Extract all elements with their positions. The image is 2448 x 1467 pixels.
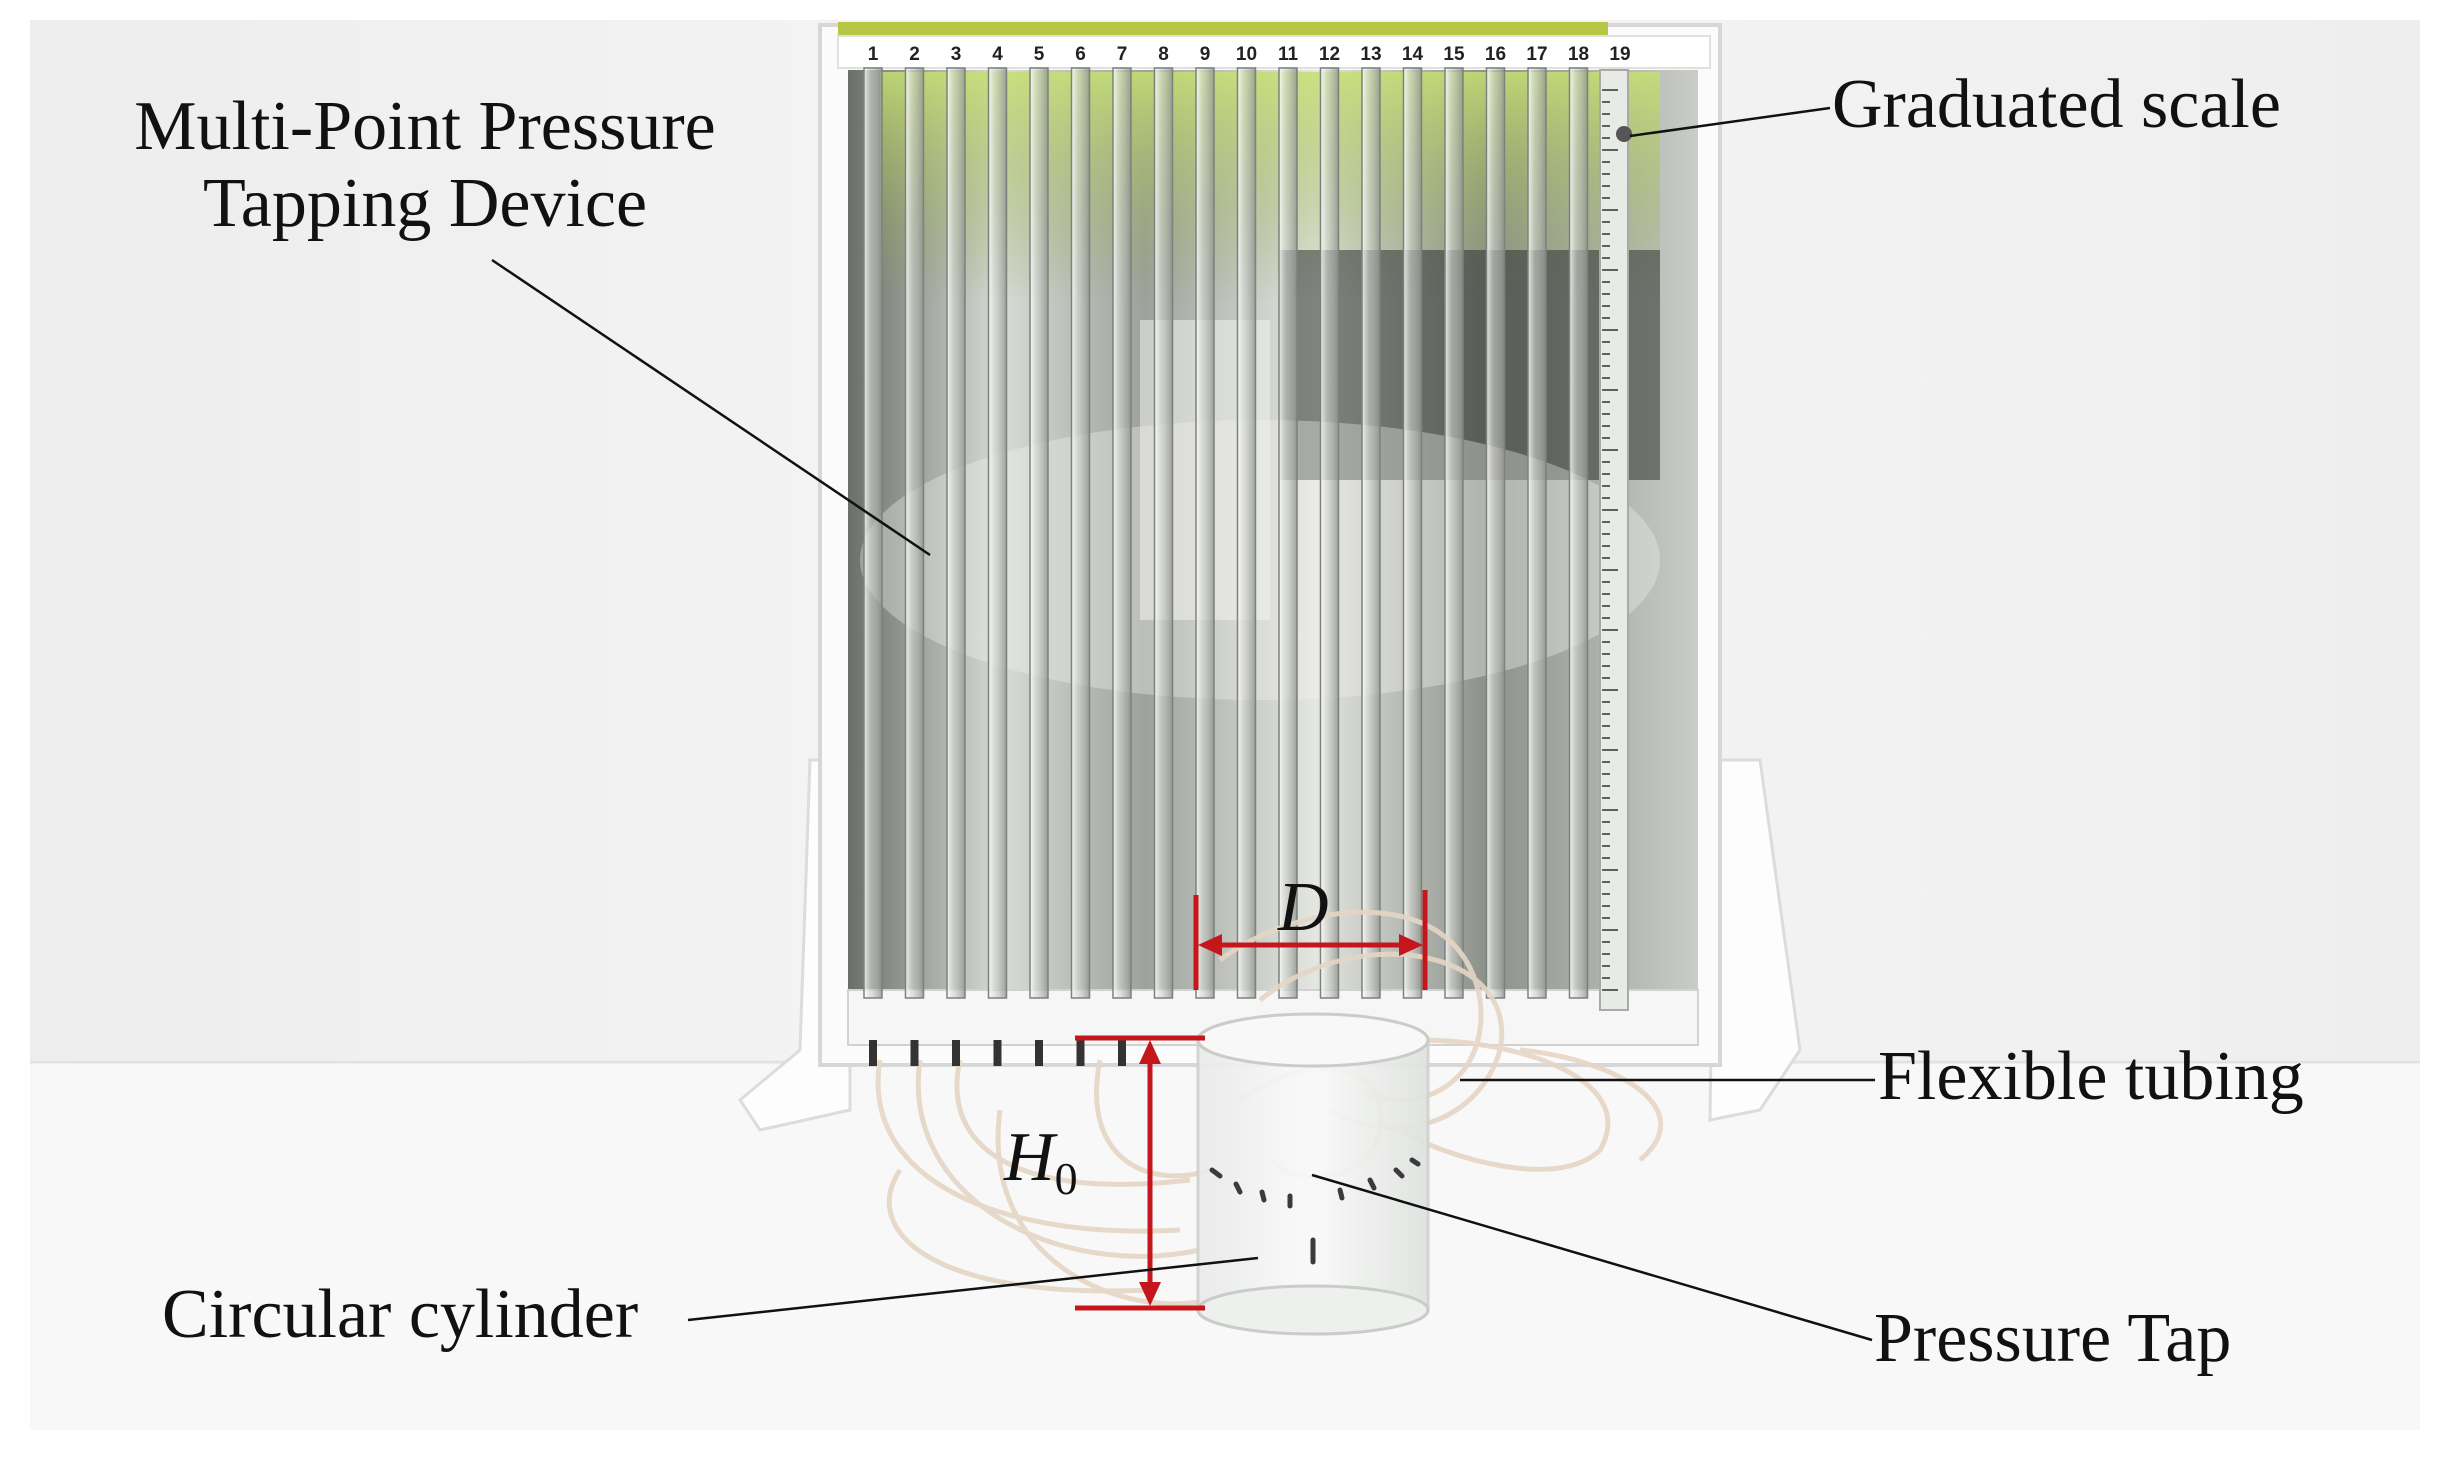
- manometer-tube: [987, 67, 1008, 999]
- manometer-tube: [1444, 67, 1464, 999]
- manometer-tube: [1568, 67, 1589, 999]
- tap-label: Pressure Tap: [1874, 1300, 2232, 1377]
- manometer-tube: [904, 67, 925, 999]
- tube-number: 7: [1117, 44, 1128, 65]
- device-label: Multi-Point Pressure Tapping Device: [105, 88, 745, 242]
- tube-number: 11: [1278, 44, 1299, 65]
- tube-number: 2: [909, 44, 920, 65]
- leader-tap: [1311, 1173, 1873, 1342]
- manometer-tube: [863, 67, 883, 999]
- tube-connector: [869, 1040, 877, 1066]
- tube-connector: [910, 1040, 919, 1066]
- manometer-tube: [1236, 67, 1257, 999]
- tube-connector: [993, 1040, 1002, 1066]
- tube-number: 14: [1402, 44, 1424, 65]
- manometer-tube: [946, 67, 966, 999]
- manometer-tube: [1402, 67, 1423, 999]
- tube-connector: [952, 1040, 960, 1066]
- device-label-line1: Multi-Point Pressure: [134, 88, 716, 165]
- device-label-line2: Tapping Device: [202, 165, 648, 242]
- manometer-tube: [1195, 67, 1215, 999]
- manometer-tube: [1485, 67, 1506, 999]
- manometer-tube: [1029, 67, 1049, 999]
- tube-number: 9: [1200, 44, 1211, 65]
- tube-number: 1: [868, 44, 879, 65]
- tube-number: 16: [1485, 44, 1506, 65]
- tube-number: 8: [1158, 44, 1169, 65]
- manometer-tube: [1153, 67, 1174, 999]
- manometer-tube: [1278, 67, 1298, 999]
- leader-cylinder: [687, 1256, 1259, 1322]
- tube-number: 3: [951, 44, 962, 65]
- manometer-tube: [1527, 67, 1547, 999]
- diameter-symbol: D: [1278, 869, 1329, 946]
- cylinder-label: Circular cylinder: [162, 1276, 639, 1353]
- tube-number: 5: [1034, 44, 1045, 65]
- tube-number: 4: [992, 44, 1003, 65]
- tube-connector: [1076, 1040, 1085, 1066]
- scale-label: Graduated scale: [1832, 66, 2281, 143]
- graduated-scale-ruler: [1599, 69, 1632, 1011]
- tube-number: 6: [1075, 44, 1086, 65]
- tubing-label: Flexible tubing: [1878, 1038, 2304, 1115]
- tube-number: 12: [1319, 44, 1340, 65]
- height-symbol: H0: [1004, 1119, 1078, 1204]
- tube-number: 17: [1526, 44, 1547, 65]
- tube-number: 13: [1360, 44, 1381, 65]
- manometer-tube: [1070, 67, 1091, 999]
- tube-number: 15: [1443, 44, 1465, 65]
- leader-device: [491, 258, 931, 557]
- tube-connector: [1035, 1040, 1043, 1066]
- tube-number: 19: [1609, 44, 1630, 65]
- manometer-tube: [1319, 67, 1340, 999]
- tube-number: 10: [1236, 44, 1257, 65]
- manometer-tube: [1112, 67, 1132, 999]
- manometer-tube: [1361, 67, 1381, 999]
- leader-scale: [1629, 106, 1831, 138]
- tube-connector: [1118, 1040, 1126, 1066]
- tube-number: 18: [1568, 44, 1589, 65]
